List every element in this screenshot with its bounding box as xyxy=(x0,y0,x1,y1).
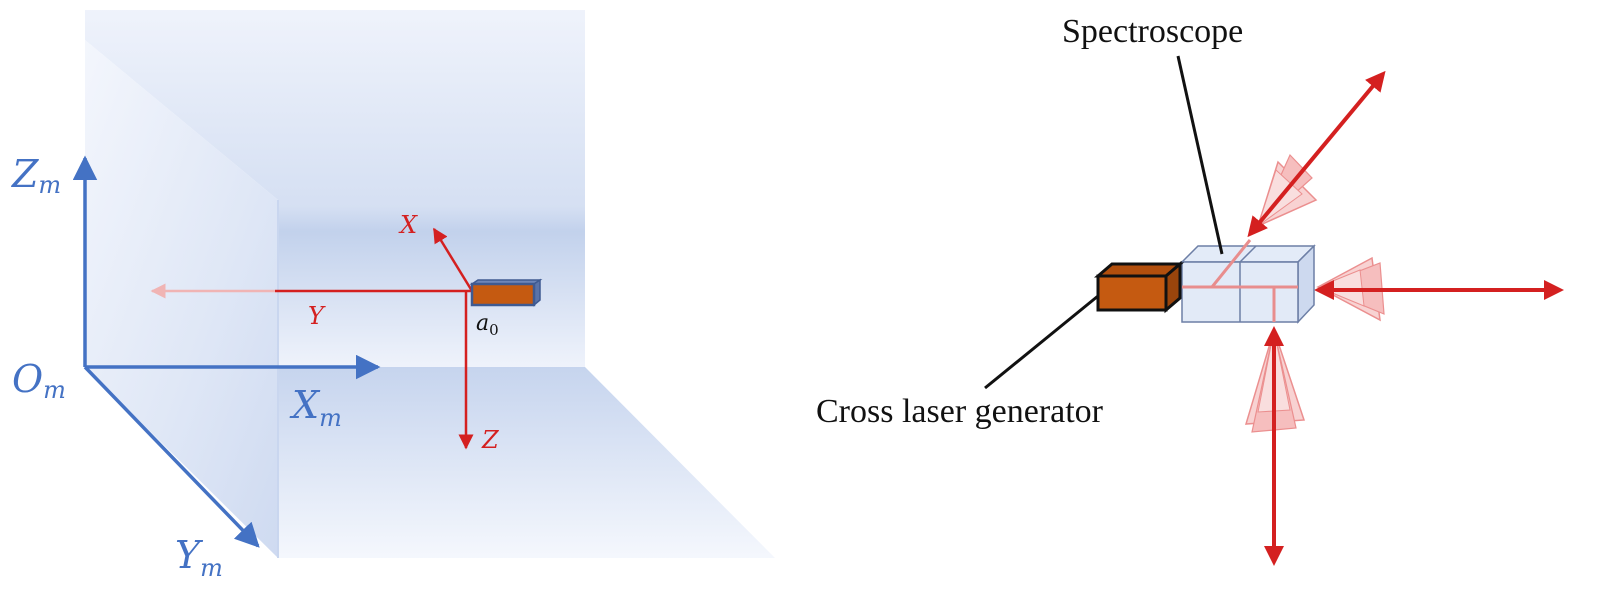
spectroscope-leader xyxy=(1176,55,1224,255)
local-y-label: Y xyxy=(308,302,326,330)
cross-laser-generator-label: Cross laser generator xyxy=(816,393,1104,430)
world-y-axis xyxy=(83,365,260,548)
spectroscope-cubes xyxy=(1180,239,1316,324)
world-y-label: Ym xyxy=(175,533,223,582)
floor-plane xyxy=(278,367,775,558)
laser-block-a0 xyxy=(469,278,543,307)
right-diagram: Spectroscope Cross laser generator xyxy=(816,13,1564,566)
back-wall xyxy=(85,10,585,367)
left-diagram: Zm Om Xm Ym X Y Z a0 xyxy=(11,10,775,582)
left-wall xyxy=(85,40,278,558)
point-a0-label: a0 xyxy=(476,311,499,339)
world-origin-label: Om xyxy=(12,357,66,404)
spectroscope-label: Spectroscope xyxy=(1062,13,1243,50)
cross-laser-generator xyxy=(1093,260,1185,314)
local-x-label: X xyxy=(398,211,418,239)
laser-beam-upper xyxy=(1247,70,1386,238)
local-z-label: Z xyxy=(481,426,500,454)
world-x-label: Xm xyxy=(289,383,342,432)
world-z-label: Zm xyxy=(11,152,61,199)
generator-leader xyxy=(984,294,1099,390)
local-x-axis xyxy=(432,227,474,292)
